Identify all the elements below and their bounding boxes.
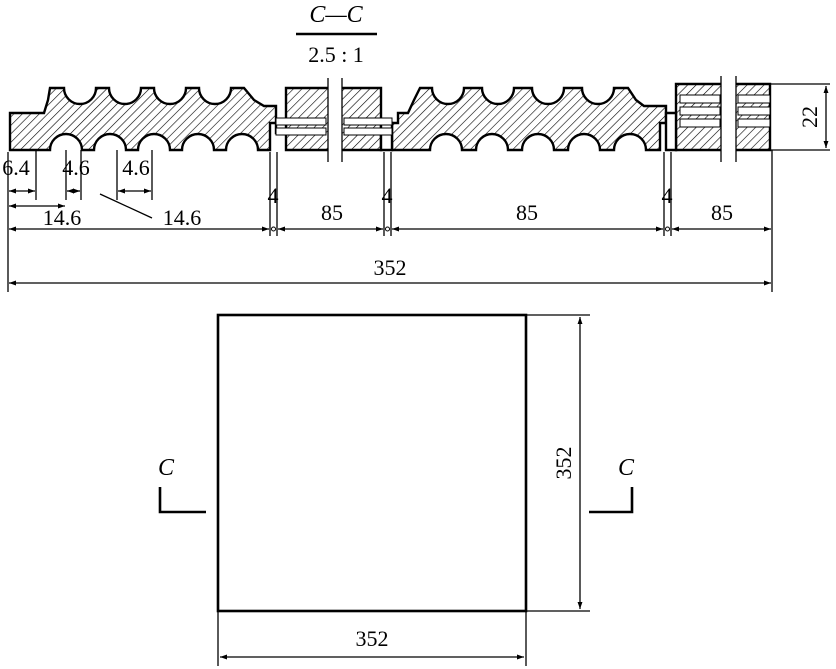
section-scale-label: 2.5 : 1: [308, 42, 364, 67]
section-title: C—C 2.5 : 1: [296, 2, 377, 67]
dim-block-85-a: 85: [321, 200, 343, 225]
dim-gap-4-b: 4: [382, 183, 393, 208]
dim-6-4: 6.4: [2, 155, 30, 180]
section-mark-right-label: C: [618, 455, 635, 481]
dim-14-6-b: 14.6: [163, 205, 202, 230]
dim-gap-4-c: 4: [662, 183, 673, 208]
plan-view: [216, 313, 528, 613]
plan-dim-height: 352: [551, 447, 576, 480]
plan-dimensions: 352 352: [217, 314, 590, 666]
dim-height-22: 22: [770, 83, 830, 151]
section-profile: [8, 76, 772, 162]
profile-gap-1: [379, 121, 394, 152]
profile-center-wavy: [390, 86, 668, 152]
dim-14-6-a: 14.6: [43, 205, 82, 230]
section-mark-left: C: [158, 455, 206, 514]
dim-height-label: 22: [797, 106, 822, 128]
block-2-strips: [679, 94, 771, 128]
section-dimensions: 6.4 4.6 4.6 14.6 14.6 4 4 4 85 85 85 352: [2, 150, 773, 292]
profile-left-wavy: [8, 86, 278, 152]
profile-gap-2: [664, 111, 678, 152]
dim-4-6-a: 4.6: [62, 155, 90, 180]
block-1-strips: [275, 117, 393, 136]
dim-total-352: 352: [374, 255, 407, 280]
section-mark-left-label: C: [158, 455, 175, 481]
plan-dim-width: 352: [356, 626, 389, 651]
dim-block-85-c: 85: [711, 200, 733, 225]
plan-outline: [216, 313, 528, 613]
leader-14-6: [99, 193, 153, 219]
break-line-2: [720, 76, 737, 162]
section-mark-right: C: [589, 455, 635, 514]
dim-4-6-b: 4.6: [122, 155, 150, 180]
dim-block-85-b: 85: [516, 200, 538, 225]
dim-gap-4-a: 4: [268, 183, 279, 208]
section-title-label: C—C: [309, 2, 363, 28]
break-line-1: [327, 78, 343, 162]
